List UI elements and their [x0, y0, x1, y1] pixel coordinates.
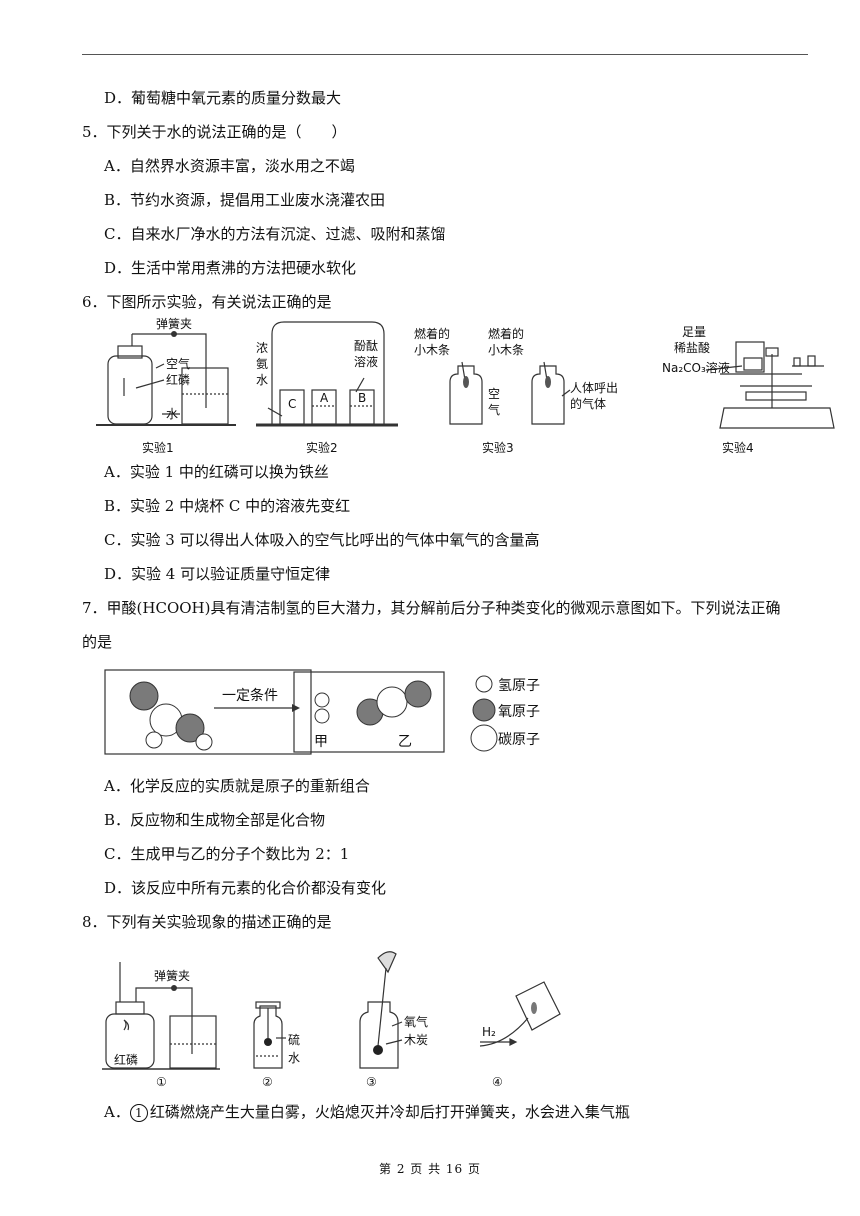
q8-label-3: ③ — [366, 1075, 377, 1089]
q8-sulfur-label: 硫 — [288, 1032, 300, 1047]
exp1-caption: 实验1 — [142, 440, 174, 455]
exp3-breath-2: 的气体 — [570, 396, 606, 411]
exp3-stick2-line1: 燃着的 — [488, 326, 524, 341]
q5-option-c: C．自来水厂净水的方法有沉淀、过滤、吸附和蒸馏 — [104, 225, 446, 243]
q7-figure: 一定条件 甲 乙 氢原子 氧原子 碳原子 — [104, 664, 584, 758]
exp2-ammonia-1: 浓 — [256, 341, 268, 355]
q6-option-c: C．实验 3 可以得出人体吸入的空气比呼出的气体中氧气的含量高 — [104, 531, 540, 549]
q8-h2-label: H₂ — [482, 1025, 496, 1039]
q7-product-jia: 甲 — [314, 734, 328, 750]
q8-label-4: ④ — [492, 1075, 503, 1089]
legend-carbon: 碳原子 — [498, 732, 540, 748]
q6-stem: 6．下图所示实验，有关说法正确的是 — [82, 293, 332, 311]
q8-oxygen-label: 氧气 — [404, 1014, 428, 1029]
q8-label-1: ① — [156, 1075, 167, 1089]
q4-option-d: D．葡萄糖中氧元素的质量分数最大 — [104, 89, 342, 107]
q7-stem-line2: 的是 — [82, 633, 113, 651]
exp1-phosphorus-label: 红磷 — [166, 372, 190, 387]
experiment-4 — [705, 341, 835, 429]
q5-option-a: A．自然界水资源丰富，淡水用之不竭 — [104, 157, 355, 175]
q7-condition-label: 一定条件 — [222, 687, 278, 704]
q7-option-b: B．反应物和生成物全部是化合物 — [104, 811, 326, 829]
exp3-stick1-line2: 小木条 — [414, 343, 450, 357]
exp3-caption: 实验3 — [482, 440, 514, 455]
q6-option-a: A．实验 1 中的红磷可以换为铁丝 — [104, 463, 329, 481]
q8-water-label: 水 — [288, 1051, 300, 1065]
exp2-caption: 实验2 — [306, 440, 338, 455]
beaker-b-label: B — [358, 391, 366, 405]
q8-charcoal-label: 木炭 — [404, 1033, 428, 1047]
exp2-ammonia-3: 水 — [256, 373, 268, 387]
q7-option-c: C．生成甲与乙的分子个数比为 2：1 — [104, 845, 350, 863]
circled-number-1: 1 — [129, 1104, 148, 1122]
q6-figure: 弹簧夹 空气 红磷 水 实验1 浓 氨 水 酚酞 溶液 C A B 实验2 — [96, 316, 836, 460]
experiment-3 — [449, 361, 571, 425]
exp4-acid-2: 稀盐酸 — [674, 340, 710, 355]
experiment-1 — [96, 333, 236, 426]
q8-option-a-text: 红磷燃烧产生大量白雾，火焰熄灭并冷却后打开弹簧夹，水会进入集气瓶 — [149, 1103, 630, 1121]
q7-product-yi: 乙 — [398, 734, 412, 750]
q8-phosphorus-label: 红磷 — [114, 1052, 138, 1067]
page-footer: 第 2 页 共 16 页 — [379, 1162, 481, 1176]
q6-option-d: D．实验 4 可以验证质量守恒定律 — [104, 565, 331, 583]
q5-option-b: B．节约水资源，提倡用工业废水浇灌农田 — [104, 191, 386, 209]
exp2-phenol-1: 酚酞 — [354, 338, 378, 353]
exp3-breath-1: 人体呼出 — [570, 381, 618, 395]
exp3-air-1: 空 — [488, 387, 500, 401]
exp3-stick2-line2: 小木条 — [488, 343, 524, 357]
exp1-air-label: 空气 — [166, 356, 190, 371]
q8-clamp-label: 弹簧夹 — [154, 968, 190, 983]
q7-option-d: D．该反应中所有元素的化合价都没有变化 — [104, 879, 387, 897]
exp4-caption: 实验4 — [722, 440, 754, 455]
beaker-c-label: C — [288, 397, 296, 411]
q8-option-a-prefix: A． — [104, 1103, 130, 1121]
legend-hydrogen: 氢原子 — [498, 678, 540, 694]
exp3-stick1-line1: 燃着的 — [414, 326, 450, 341]
exp1-water-label: 水 — [166, 407, 178, 421]
q8-label-2: ② — [262, 1075, 273, 1089]
q7-stem-line1: 7．甲酸(HCOOH)具有清洁制氢的巨大潜力，其分解前后分子种类变化的微观示意图… — [82, 599, 781, 617]
experiment-2 — [256, 321, 398, 427]
q7-option-a: A．化学反应的实质就是原子的重新组合 — [104, 777, 370, 795]
exp4-solution: Na₂CO₃溶液 — [662, 360, 730, 375]
q6-option-b: B．实验 2 中烧杯 C 中的溶液先变红 — [104, 497, 351, 515]
exp1-clamp-label: 弹簧夹 — [156, 316, 192, 331]
beaker-a-label: A — [320, 391, 329, 405]
exp2-ammonia-2: 氨 — [256, 357, 268, 371]
legend-oxygen: 氧原子 — [498, 704, 540, 720]
exp4-acid-1: 足量 — [682, 325, 706, 339]
q8-figure: 弹簧夹 红磷 ① 硫 水 ② 氧气 木炭 ③ — [96, 938, 576, 1090]
header-rule — [82, 54, 808, 55]
q5-option-d: D．生活中常用煮沸的方法把硬水软化 — [104, 259, 357, 277]
exp3-air-2: 气 — [488, 402, 500, 417]
exp2-phenol-2: 溶液 — [354, 354, 378, 369]
q5-stem: 5．下列关于水的说法正确的是（ ） — [82, 123, 347, 141]
q8-stem: 8．下列有关实验现象的描述正确的是 — [82, 913, 332, 931]
